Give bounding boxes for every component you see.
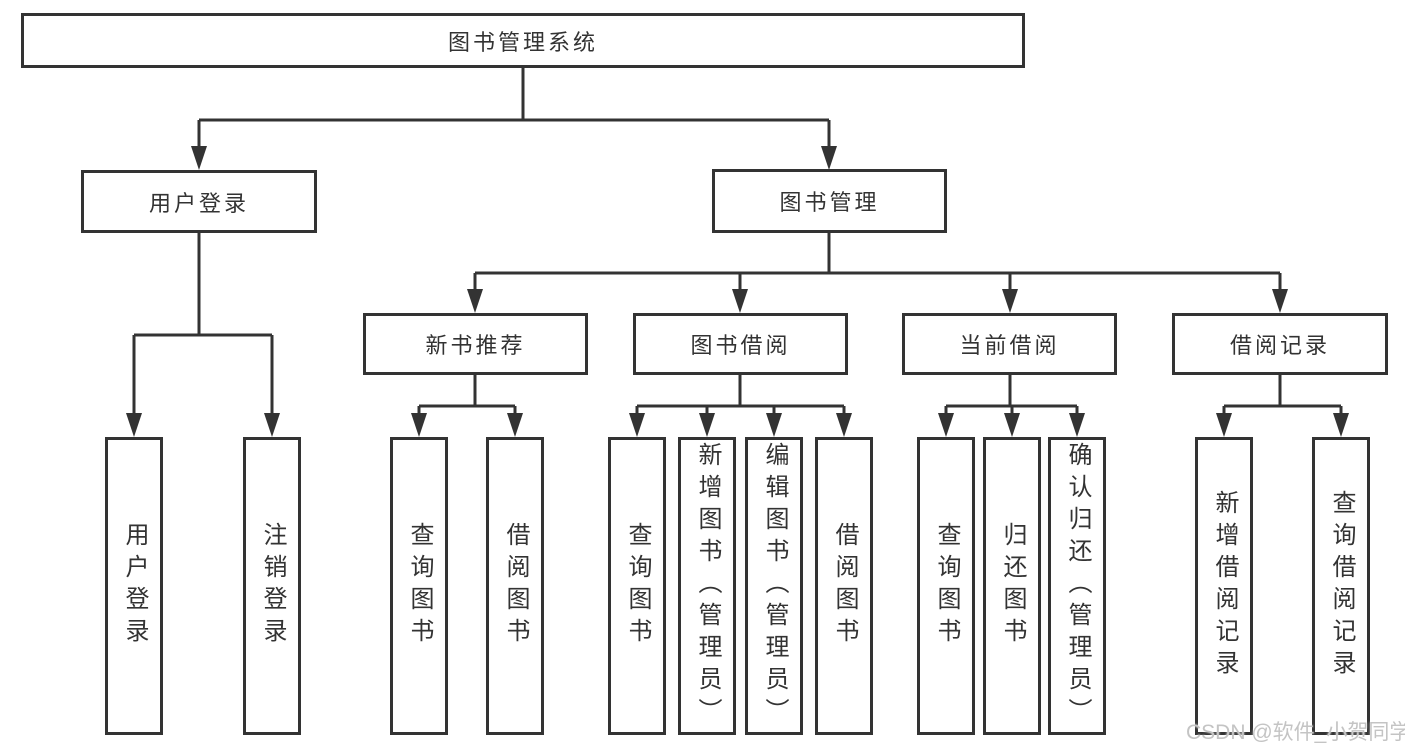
- leaf-query-borrow-record: 查询借阅记录: [1312, 437, 1370, 735]
- leaf-edit-book-admin: 编辑图书（管理员）: [745, 437, 803, 735]
- leaf-return-book: 归还图书: [983, 437, 1041, 735]
- leaf-confirm-return-admin: 确认归还（管理员）: [1048, 437, 1106, 735]
- node-user-login: 用户登录: [81, 170, 317, 233]
- node-library-management-system: 图书管理系统: [21, 13, 1025, 68]
- node-book-management: 图书管理: [712, 169, 947, 233]
- leaf-query-book-borrowing: 查询图书: [608, 437, 666, 735]
- leaf-add-borrow-record: 新增借阅记录: [1195, 437, 1253, 735]
- node-book-borrowing: 图书借阅: [633, 313, 848, 375]
- node-borrowing-records: 借阅记录: [1172, 313, 1388, 375]
- leaf-add-book-admin: 新增图书（管理员）: [678, 437, 736, 735]
- leaf-borrow-book-borrowing: 借阅图书: [815, 437, 873, 735]
- leaf-logout: 注销登录: [243, 437, 301, 735]
- node-current-borrowing: 当前借阅: [902, 313, 1117, 375]
- csdn-watermark: CSDN @软件_小贺同学: [1186, 721, 1405, 744]
- leaf-user-login: 用户登录: [105, 437, 163, 735]
- leaf-borrow-book-newbook: 借阅图书: [486, 437, 544, 735]
- node-new-book-recommendation: 新书推荐: [363, 313, 588, 375]
- leaf-query-book-newbook: 查询图书: [390, 437, 448, 735]
- leaf-query-book-current: 查询图书: [917, 437, 975, 735]
